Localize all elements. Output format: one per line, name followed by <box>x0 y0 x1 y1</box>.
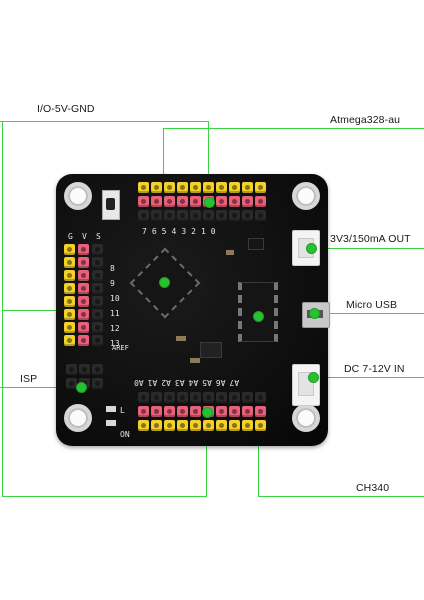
status-led <box>106 406 116 412</box>
pin-label: 2 <box>191 227 196 236</box>
pin-label: A5 <box>202 378 212 387</box>
pin-label: 8 <box>110 264 115 273</box>
left-header-red <box>78 244 89 346</box>
power-led <box>106 420 116 426</box>
top-pin-labels: 7 6 5 4 3 2 1 0 <box>142 227 216 236</box>
dc-input-connector[interactable] <box>292 364 320 406</box>
mounting-hole <box>292 404 320 432</box>
l-label: L <box>120 406 125 415</box>
pin-label: A4 <box>188 378 199 387</box>
pin-label: A3 <box>174 378 185 387</box>
bottom-pin-labels: A7 A6 A5 A4 A3 A2 A1 A0 <box>134 378 239 387</box>
smd-component <box>226 250 234 255</box>
reset-button[interactable] <box>102 190 120 220</box>
label-s: S <box>96 232 101 241</box>
pin-label: 6 <box>151 227 157 236</box>
label-3v3-out: 3V3/150mA OUT <box>330 233 411 245</box>
aref-label: AREF <box>112 344 129 352</box>
left-header-yellow <box>64 244 75 346</box>
label-ch340: CH340 <box>356 482 390 494</box>
mounting-hole <box>64 182 92 210</box>
pin-label: 13 <box>110 339 120 348</box>
bottom-header-marker <box>202 407 213 418</box>
pin-label: 4 <box>171 227 177 236</box>
voltage-regulator <box>200 342 222 358</box>
pin-label: 7 <box>142 227 147 236</box>
top-header-black <box>138 210 266 221</box>
top-header-red <box>138 196 266 207</box>
pin-label: A0 <box>134 378 144 387</box>
smd-component <box>176 336 186 341</box>
isp-marker <box>76 382 87 393</box>
pin-label: A7 <box>229 378 240 387</box>
top-header-marker <box>204 197 215 208</box>
pin-label: A2 <box>161 378 171 387</box>
pin-label: A1 <box>147 378 158 387</box>
pin-label: 11 <box>110 309 120 318</box>
pin-label: 3 <box>181 227 187 236</box>
top-header-yellow <box>138 182 266 193</box>
smd-component <box>190 358 200 363</box>
regulator-small <box>248 238 264 250</box>
bottom-header-yellow <box>138 420 266 431</box>
on-label: ON <box>120 430 130 439</box>
pin-label: 9 <box>110 279 115 288</box>
pin-label: A6 <box>215 378 226 387</box>
isp-header <box>66 364 103 375</box>
pin-label: 1 <box>200 227 206 236</box>
controller-board: 7 6 5 4 3 2 1 0 G V S 8 9 10 11 12 13 AR… <box>56 174 330 446</box>
label-micro-usb: Micro USB <box>346 299 398 311</box>
pin-label: 0 <box>210 227 216 236</box>
pin-label: 5 <box>161 227 167 236</box>
bottom-header-black <box>138 392 266 403</box>
left-pin-labels: 8 9 10 11 12 13 <box>110 264 120 348</box>
pin-label: 10 <box>110 294 120 303</box>
atmega-marker <box>159 277 170 288</box>
label-io-5v-gnd: I/O-5V-GND <box>37 103 95 115</box>
label-isp: ISP <box>20 373 38 385</box>
ch340-marker <box>253 311 264 322</box>
pin-label: 12 <box>110 324 120 333</box>
label-atmega: Atmega328-au <box>330 114 401 126</box>
usb-marker <box>309 308 320 319</box>
label-v: V <box>82 232 87 241</box>
3v3-marker <box>306 243 317 254</box>
label-g: G <box>68 232 73 241</box>
mounting-hole <box>292 182 320 210</box>
left-header-black <box>92 244 103 346</box>
dc-in-marker <box>308 372 319 383</box>
label-dc-in: DC 7-12V IN <box>344 363 405 375</box>
mounting-hole <box>64 404 92 432</box>
